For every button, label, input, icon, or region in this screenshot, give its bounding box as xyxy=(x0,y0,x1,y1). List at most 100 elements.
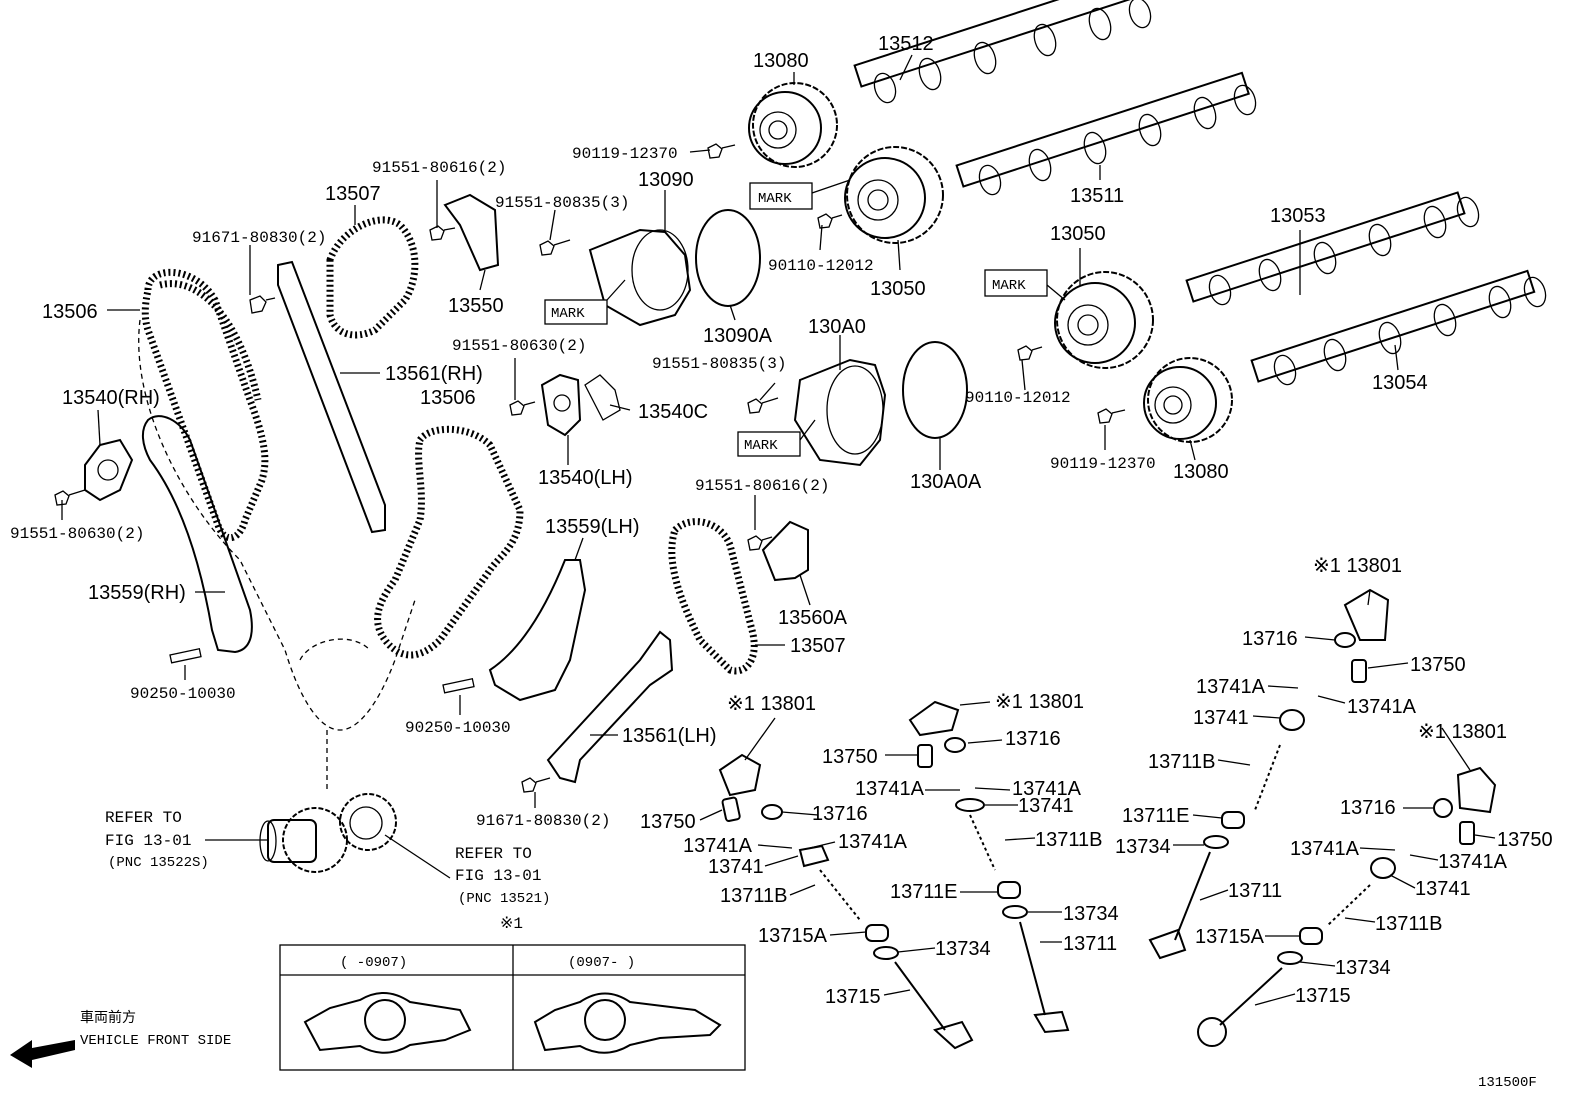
valvetrain-group-left xyxy=(718,753,974,1050)
diagram-code: 131500F xyxy=(1478,1075,1537,1091)
timing-chain-13506-rh xyxy=(141,268,269,541)
label-130A0A: 130A0A xyxy=(910,471,982,493)
label-91551-80630-center: 91551-80630(2) xyxy=(452,337,586,355)
bolts-and-pins xyxy=(54,143,1126,793)
gasket-13540C xyxy=(584,374,621,421)
label-130A0: 130A0 xyxy=(808,316,866,338)
label-13507-lower: 13507 xyxy=(790,635,846,657)
label-13716-center: 13716 xyxy=(1005,728,1061,750)
label-90119-12370-lower: 90119-12370 xyxy=(1050,455,1156,473)
label-13540-lh: 13540(LH) xyxy=(538,467,633,489)
crank-chain-outline xyxy=(138,319,416,790)
label-13711E-right-upper: 13711E xyxy=(1122,805,1189,827)
part-labels: 13080 13512 90119-12370 MARK 13511 13090… xyxy=(10,33,1553,1091)
label-13511: 13511 xyxy=(1070,185,1124,207)
label-90110-12012-upper: 90110-12012 xyxy=(768,257,874,275)
label-91551-80835-upper: 91551-80835(3) xyxy=(495,194,629,212)
label-13801-left: ※1 13801 xyxy=(727,693,816,715)
tensioner-13550 xyxy=(443,193,500,272)
label-13741-right-lower: 13741 xyxy=(1415,878,1471,900)
label-13734-right-upper: 13734 xyxy=(1115,836,1171,858)
label-13050-upper: 13050 xyxy=(870,278,926,300)
mark-box xyxy=(984,269,1048,297)
label-13054: 13054 xyxy=(1372,372,1428,394)
label-13711B-right-upper: 13711B xyxy=(1148,751,1215,773)
mark-label: MARK xyxy=(551,306,585,322)
mark-label: MARK xyxy=(758,191,792,207)
label-13741A-center-b: 13741A xyxy=(1012,778,1082,800)
fig-label: FIG 13-01 xyxy=(455,867,541,885)
mark-box xyxy=(544,299,608,325)
label-13750-left: 13750 xyxy=(640,811,696,833)
label-13080-upper: 13080 xyxy=(753,50,809,72)
label-90250-10030-left: 90250-10030 xyxy=(130,685,236,703)
cam-timing-gear-13080-upper xyxy=(748,82,838,168)
label-91551-80835-lower: 91551-80835(3) xyxy=(652,355,786,373)
label-91671-80830-lower: 91671-80830(2) xyxy=(476,812,610,830)
label-13741-left: 13741 xyxy=(708,856,764,878)
label-13801-right-lower: ※1 13801 xyxy=(1418,721,1507,743)
o-ring-13090A xyxy=(695,209,761,307)
label-13711-center: 13711 xyxy=(1063,933,1117,955)
label-13506-center: 13506 xyxy=(420,387,476,409)
o-ring-130A0A xyxy=(902,341,968,439)
camshaft-13053 xyxy=(1185,191,1480,306)
chain-slipper-13559-rh xyxy=(142,415,253,654)
label-13540C: 13540C xyxy=(638,401,708,423)
label-13741A-left-b: 13741A xyxy=(838,831,908,853)
label-13715A-right-lower: 13715A xyxy=(1195,926,1265,948)
timing-chain-13507-lower xyxy=(668,518,758,675)
mark-box xyxy=(737,431,801,457)
label-13711E-center: 13711E xyxy=(890,881,957,903)
label-13540-rh: 13540(RH) xyxy=(62,387,160,409)
tensioner-13540-lh xyxy=(540,373,582,437)
label-13711B-right-lower: 13711B xyxy=(1375,913,1442,935)
label-13559-lh: 13559(LH) xyxy=(545,516,640,538)
label-13080-lower: 13080 xyxy=(1173,461,1229,483)
label-13750-center: 13750 xyxy=(822,746,878,768)
front-side-jp: 車両前方 xyxy=(80,1009,136,1027)
label-13734-right-lower: 13734 xyxy=(1335,957,1391,979)
timing-cover-130A0 xyxy=(793,358,887,467)
mark-label: MARK xyxy=(744,438,778,454)
label-13053: 13053 xyxy=(1270,205,1326,227)
cam-timing-gear-13050-upper xyxy=(844,146,944,244)
label-13050-lower: 13050 xyxy=(1050,223,1106,245)
timing-chain-13507-upper xyxy=(326,216,419,339)
label-13550: 13550 xyxy=(448,295,504,317)
camshaft-13511 xyxy=(955,71,1257,196)
label-13734-center: 13734 xyxy=(1063,903,1119,925)
front-direction-arrow xyxy=(10,1040,75,1068)
label-13559-rh: 13559(RH) xyxy=(88,582,186,604)
label-13561-lh: 13561(LH) xyxy=(622,725,717,747)
inset-col2-header: (0907- ) xyxy=(568,955,635,971)
label-13561-rh: 13561(RH) xyxy=(385,363,483,385)
timing-cover-13090 xyxy=(588,228,692,327)
refer-to-label: REFER TO xyxy=(455,845,532,863)
label-13741A-right-upper-a: 13741A xyxy=(1196,676,1266,698)
label-13741A-right-upper-b: 13741A xyxy=(1347,696,1417,718)
label-13560A: 13560A xyxy=(778,607,848,629)
label-91551-80630-left: 91551-80630(2) xyxy=(10,525,144,543)
label-90119-12370-upper: 90119-12370 xyxy=(572,145,678,163)
chain-guide-13561-lh xyxy=(546,630,674,784)
label-13715-right-lower: 13715 xyxy=(1295,985,1351,1007)
label-90250-10030-center: 90250-10030 xyxy=(405,719,511,737)
label-13512: 13512 xyxy=(878,33,934,55)
crank-sprocket-13521 xyxy=(339,793,397,851)
cam-timing-gear-13050-lower xyxy=(1054,271,1154,369)
tensioner-13540-rh xyxy=(84,438,134,502)
crank-sprocket-13522S xyxy=(259,807,348,873)
label-13711B-center: 13711B xyxy=(1035,829,1102,851)
mark-label: MARK xyxy=(992,278,1026,294)
label-13711-right-upper: 13711 xyxy=(1228,880,1282,902)
cam-timing-gear-13080-lower xyxy=(1143,357,1233,443)
label-13741A-right-lower-a: 13741A xyxy=(1290,838,1360,860)
label-13750-right-lower: 13750 xyxy=(1497,829,1553,851)
label-13715A-left: 13715A xyxy=(758,925,828,947)
camshaft-13512 xyxy=(853,0,1152,104)
label-13734-left: 13734 xyxy=(935,938,991,960)
label-13090: 13090 xyxy=(638,169,694,191)
label-13711B-left: 13711B xyxy=(720,885,787,907)
